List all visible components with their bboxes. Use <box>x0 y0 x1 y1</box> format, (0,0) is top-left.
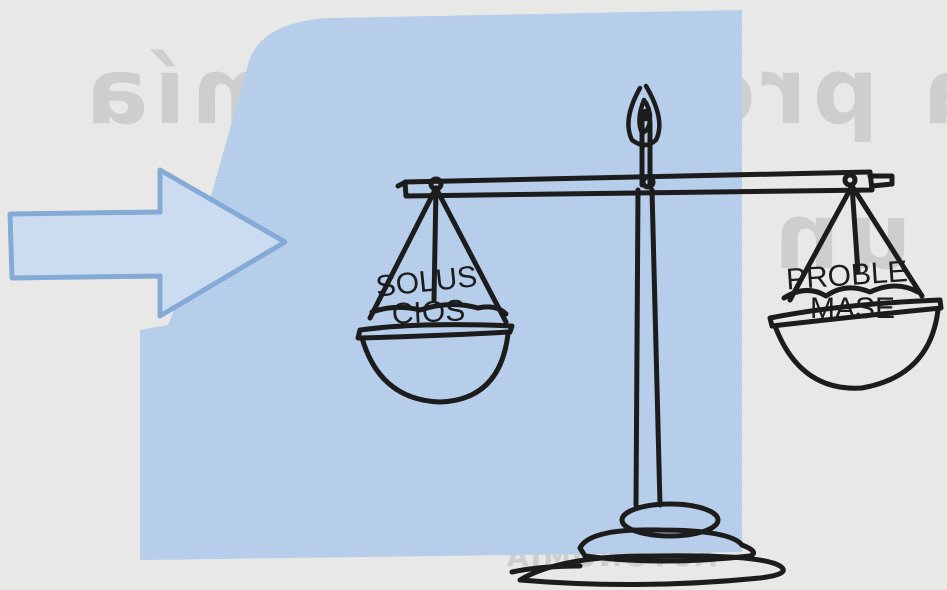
right-pan-label-line2: MASE <box>810 292 895 325</box>
right-pan-label-line1: PROBLE <box>785 255 909 296</box>
left-pan-label-line2: CIOS <box>391 294 466 331</box>
